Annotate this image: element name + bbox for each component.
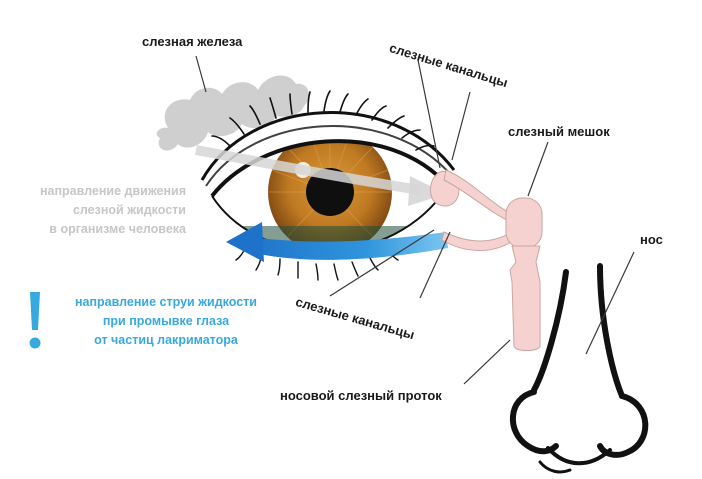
note-tear-flow-line: направление движения — [39, 184, 186, 198]
note-wash-flow-line: направление струи жидкости — [74, 295, 257, 309]
exclamation-icon — [29, 292, 41, 349]
label-nasolacrimal-duct: носовой слезный проток — [280, 388, 442, 403]
nasolacrimal-duct-shape — [509, 245, 541, 351]
leader-lines — [195, 55, 635, 385]
upper-eyelid — [210, 139, 450, 198]
upper-eyelashes — [211, 90, 435, 151]
lacrimal-sac-shape — [505, 197, 543, 249]
lacrimal-gland-shape — [156, 75, 310, 151]
label-nose: нос — [640, 232, 663, 247]
note-tear-flow-line: слезной жидкости — [72, 203, 186, 217]
label-lacrimal-sac: слезный мешок — [508, 124, 610, 139]
label-lacrimal-gland: слезная железа — [142, 34, 243, 49]
tear-flow-arrow — [195, 145, 446, 206]
note-tear-flow-line: в организме человека — [49, 222, 186, 236]
note-tear-flow: направление движения слезной жидкости в … — [18, 182, 186, 239]
lacrimal-ducts — [429, 169, 543, 351]
note-wash-flow: направление струи жидкости при промывке … — [50, 293, 282, 350]
note-wash-flow-line: при промывке глаза — [102, 314, 230, 328]
note-wash-flow-line: от частиц лакриматора — [94, 333, 238, 347]
nose-outline — [510, 263, 649, 474]
